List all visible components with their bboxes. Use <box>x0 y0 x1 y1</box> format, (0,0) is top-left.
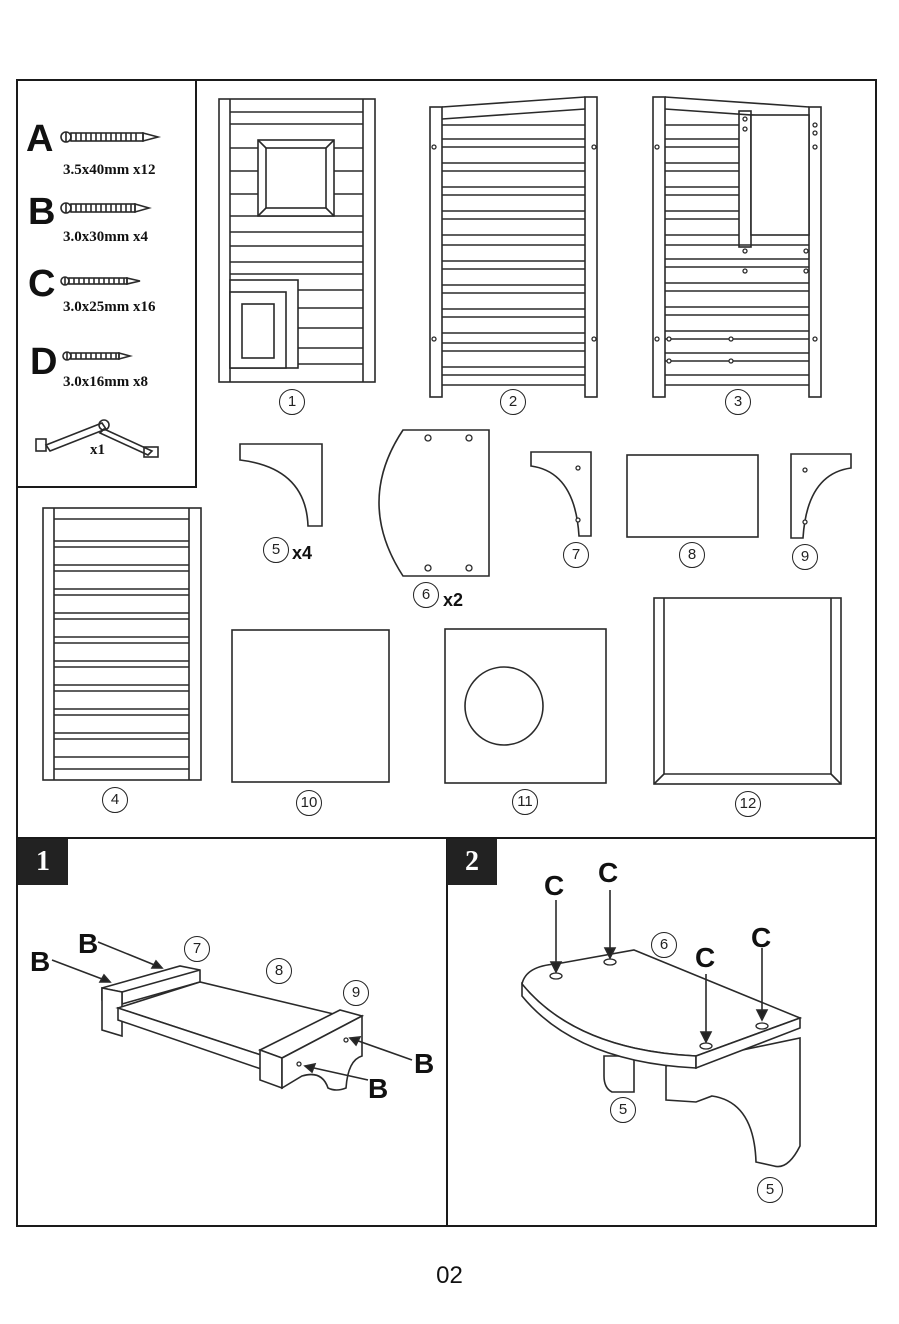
step-1-badge: 1 <box>18 839 68 885</box>
part-1-front-panel <box>218 98 378 384</box>
step-2-part-5-number-right: 5 <box>757 1177 783 1203</box>
part-2-back-panel <box>428 95 603 400</box>
step-2-callout-c-2: C <box>598 859 618 887</box>
part-5-brace <box>238 442 326 530</box>
part-7-number: 7 <box>563 542 589 568</box>
screw-a-icon <box>60 127 160 147</box>
part-10-number: 10 <box>296 790 322 816</box>
part-3-side-panel <box>651 95 826 400</box>
step-2-callout-c-4: C <box>751 924 771 952</box>
step-2-callout-c-3: C <box>695 944 715 972</box>
part-9-brace <box>789 452 855 542</box>
part-12-number: 12 <box>735 791 761 817</box>
step-2-part-6-number: 6 <box>651 932 677 958</box>
step-1-callout-b-bottom: B <box>368 1075 388 1103</box>
step-1-callout-b-right: B <box>414 1050 434 1078</box>
part-8-number: 8 <box>679 542 705 568</box>
part-11-number: 11 <box>512 789 538 815</box>
part-8-board <box>625 453 761 539</box>
part-4-number: 4 <box>102 787 128 813</box>
part-6-number: 6 <box>413 582 439 608</box>
step-1-part-7-number: 7 <box>184 936 210 962</box>
hardware-c-spec: 3.0x25mm x16 <box>63 299 156 316</box>
part-10-board <box>230 628 392 784</box>
step-1-callout-b-top: B <box>78 930 98 958</box>
hardware-b-letter: B <box>28 193 55 231</box>
step-1-callout-b-left: B <box>30 948 50 976</box>
part-9-number: 9 <box>792 544 818 570</box>
part-5-number: 5 <box>263 537 289 563</box>
screw-c-icon <box>60 272 142 290</box>
part-7-brace <box>529 450 595 540</box>
hardware-d-spec: 3.0x16mm x8 <box>63 374 148 391</box>
part-11-board-with-hole <box>443 627 609 785</box>
part-6-curved-shelf <box>377 428 493 580</box>
screw-b-icon <box>60 198 152 218</box>
part-6-quantity: x2 <box>443 590 463 611</box>
page-number: 02 <box>0 1262 899 1290</box>
step-1-part-9-number: 9 <box>343 980 369 1006</box>
part-1-number: 1 <box>279 389 305 415</box>
step-2-callout-c-1: C <box>544 872 564 900</box>
hardware-a-spec: 3.5x40mm x12 <box>63 162 156 179</box>
part-2-number: 2 <box>500 389 526 415</box>
hardware-a-letter: A <box>26 120 53 158</box>
hardware-d-letter: D <box>30 343 57 381</box>
screw-d-icon <box>62 348 132 364</box>
step-2-badge: 2 <box>447 839 497 885</box>
part-12-framed-panel <box>652 596 844 786</box>
step-1-part-8-number: 8 <box>266 958 292 984</box>
part-3-number: 3 <box>725 389 751 415</box>
part-5-quantity: x4 <box>292 543 312 564</box>
step-2-arrows <box>540 890 780 1050</box>
step-2-part-5-number-left: 5 <box>610 1097 636 1123</box>
part-4-panel <box>42 507 204 783</box>
bracket-quantity: x1 <box>90 442 105 459</box>
hardware-c-letter: C <box>28 265 55 303</box>
hardware-b-spec: 3.0x30mm x4 <box>63 229 148 246</box>
